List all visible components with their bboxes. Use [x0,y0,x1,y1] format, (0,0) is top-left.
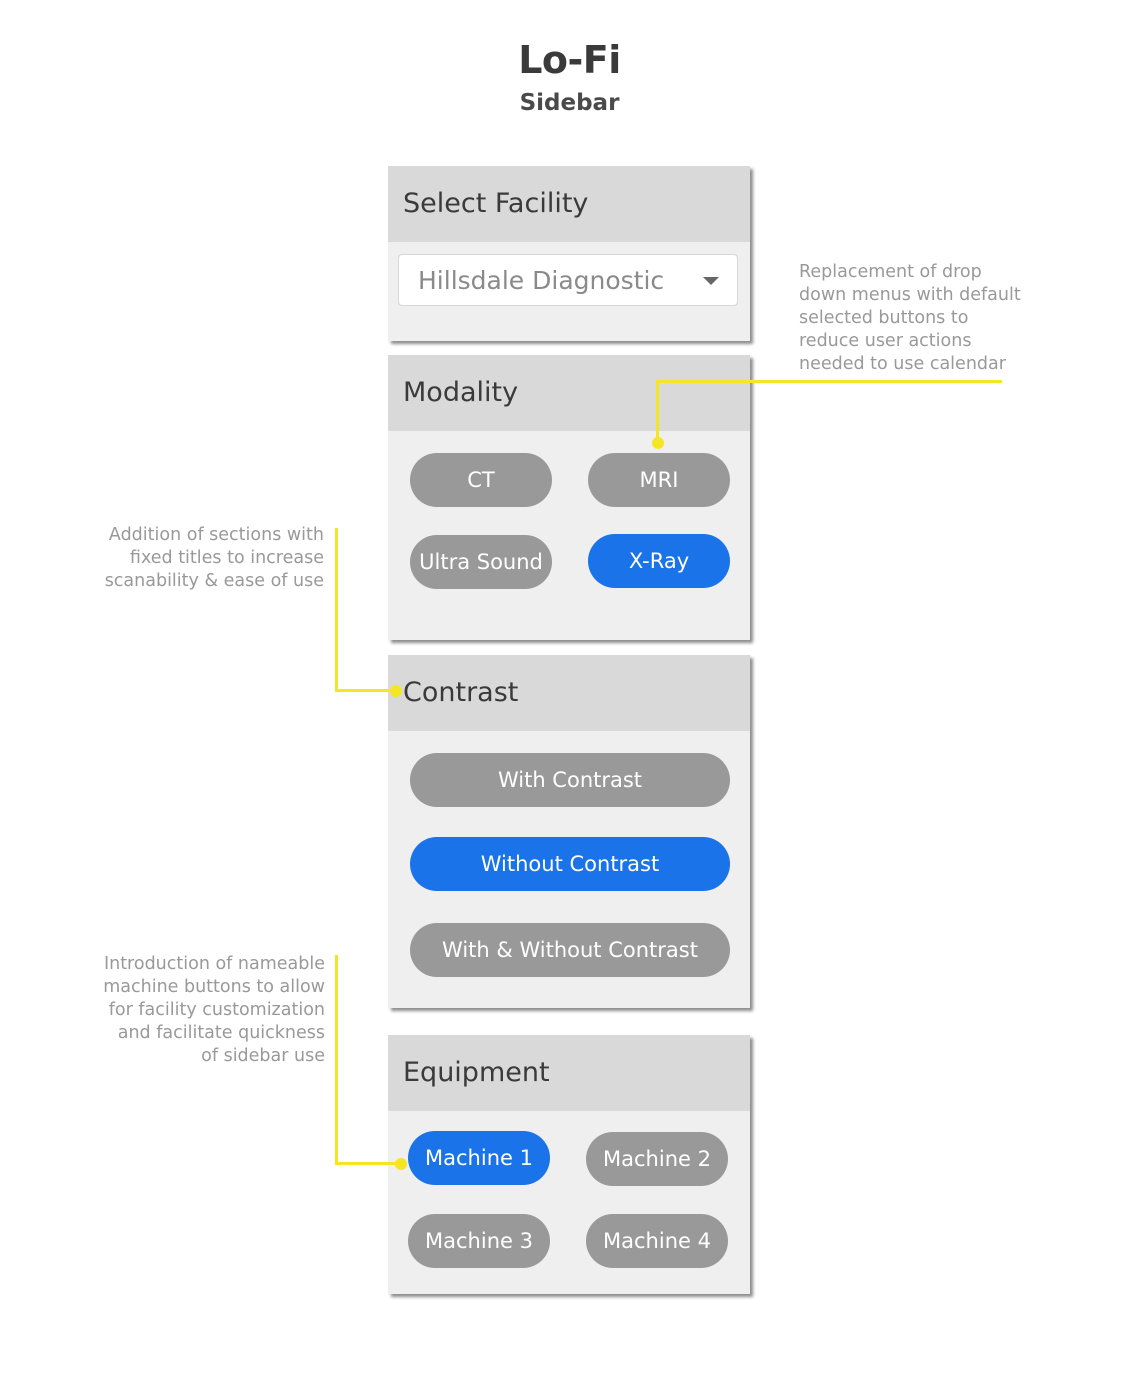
modality-button-ct[interactable]: CT [410,453,552,507]
facility-dropdown[interactable]: Hillsdale Diagnostic [398,254,738,306]
dropdown-annotation-dot [652,437,664,449]
page-title: Lo-Fi [518,38,621,82]
equipment-button-machine-1[interactable]: Machine 1 [408,1131,550,1185]
contrast-panel-title: Contrast [403,677,519,708]
modality-panel-header: Modality [388,355,750,431]
equipment-button-machine-4[interactable]: Machine 4 [586,1214,728,1268]
equipment-button-machine-2[interactable]: Machine 2 [586,1132,728,1186]
machines-annotation-dot [395,1158,407,1170]
modality-panel: Modality CT MRI Ultra Sound X-Ray [388,355,750,640]
contrast-panel: Contrast With Contrast Without Contrast … [388,655,750,1008]
page-subtitle: Sidebar [519,90,620,116]
contrast-button-without[interactable]: Without Contrast [410,837,730,891]
sections-annotation: Addition of sections with fixed titles t… [104,525,324,591]
contrast-button-with-and-without[interactable]: With & Without Contrast [410,923,730,977]
equipment-panel: Equipment Machine 1 Machine 2 Machine 3 … [388,1035,750,1294]
modality-panel-title: Modality [403,377,519,408]
machines-annotation-line [335,955,338,1165]
equipment-panel-header: Equipment [388,1035,750,1111]
modality-button-ultra-sound[interactable]: Ultra Sound [410,535,552,589]
sections-annotation-line [335,528,338,692]
contrast-panel-header: Contrast [388,655,750,731]
facility-panel-header: Select Facility [388,166,750,242]
facility-panel-title: Select Facility [403,188,589,219]
dropdown-annotation: Replacement of drop down menus with defa… [799,262,1021,374]
sections-annotation-connector [335,689,393,692]
contrast-button-with[interactable]: With Contrast [410,753,730,807]
modality-button-x-ray[interactable]: X-Ray [588,534,730,588]
facility-panel: Select Facility Hillsdale Diagnostic [388,166,750,341]
machines-annotation: Introduction of nameable machine buttons… [103,954,325,1066]
dropdown-annotation-connector [656,380,659,440]
facility-dropdown-value: Hillsdale Diagnostic [418,266,665,295]
chevron-down-icon [703,277,719,285]
equipment-button-machine-3[interactable]: Machine 3 [408,1214,550,1268]
machines-annotation-connector [335,1162,399,1165]
modality-button-mri[interactable]: MRI [588,453,730,507]
sections-annotation-dot [390,685,402,697]
dropdown-annotation-line [656,380,1002,383]
equipment-panel-title: Equipment [403,1057,550,1088]
